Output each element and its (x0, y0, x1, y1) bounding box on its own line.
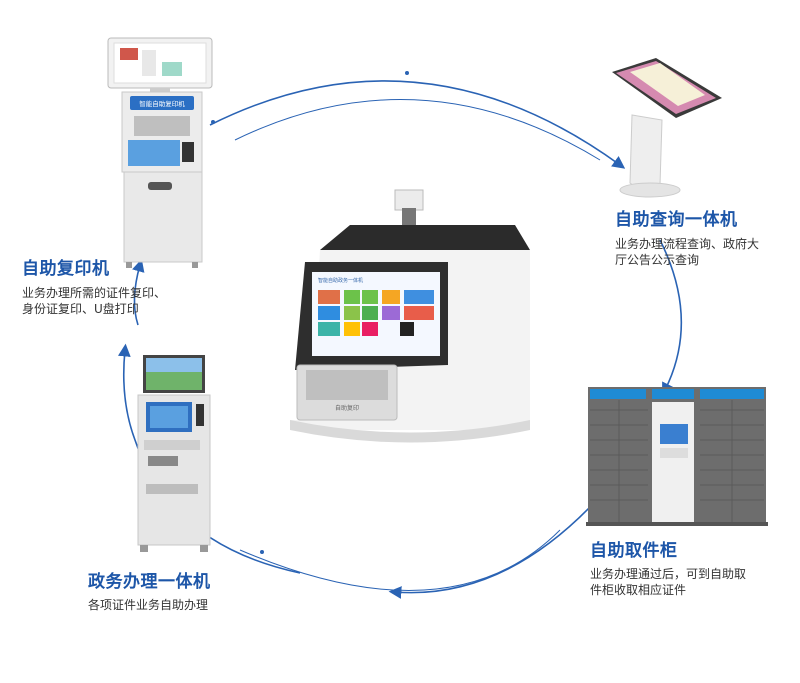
center-screen-header: 智能自助政务一体机 (318, 277, 363, 284)
copier-kiosk-icon: 智能自助复印机 (107, 37, 213, 268)
ring-dot-1 (211, 120, 215, 124)
query-desc-line: 业务办理流程查询、政府大 (615, 237, 760, 251)
ring-arc-left (132, 258, 145, 326)
query-desc-line: 厅公告公示查询 (615, 253, 700, 267)
ring-arc-right (659, 239, 683, 396)
ring-arc-bottom (239, 529, 561, 591)
ring-dot-4 (260, 550, 264, 554)
pickup-title: 自助取件柜 (590, 541, 678, 561)
gov-title: 政务办理一体机 (88, 572, 211, 592)
center-device-icon: 智能自助政务一体机 自助复印 (290, 189, 530, 443)
pickup-desc-line: 件柜收取相应证件 (590, 583, 687, 597)
ring-arc-top (209, 80, 626, 169)
ring-dot-2 (405, 71, 409, 75)
query-title: 自助查询一体机 (615, 210, 738, 230)
copier-desc-line: 业务办理所需的证件复印、 (22, 286, 167, 300)
center-front-label: 自助复印 (335, 404, 359, 412)
pickup-desc-line: 业务办理通过后，可到自助取 (590, 567, 747, 581)
query-kiosk-icon (612, 58, 722, 198)
query-desc: 业务办理流程查询、政府大 厅公告公示查询 (615, 236, 759, 268)
copier-desc-line: 身份证复印、U盘打印 (22, 302, 139, 316)
gov-desc-line: 各项证件业务自助办理 (88, 598, 209, 612)
copier-title: 自助复印机 (22, 259, 110, 279)
gov-desc: 各项证件业务自助办理 (88, 597, 208, 613)
copier-desc: 业务办理所需的证件复印、 身份证复印、U盘打印 (22, 285, 166, 317)
pickup-desc: 业务办理通过后，可到自助取 件柜收取相应证件 (590, 566, 746, 598)
copier-panel-label: 智能自助复印机 (139, 99, 185, 108)
ring-arc-bottom-right (388, 504, 593, 599)
ring-arc-top-inner (234, 99, 601, 161)
locker-cabinet-icon (586, 387, 768, 526)
gov-service-kiosk-icon (137, 355, 211, 552)
